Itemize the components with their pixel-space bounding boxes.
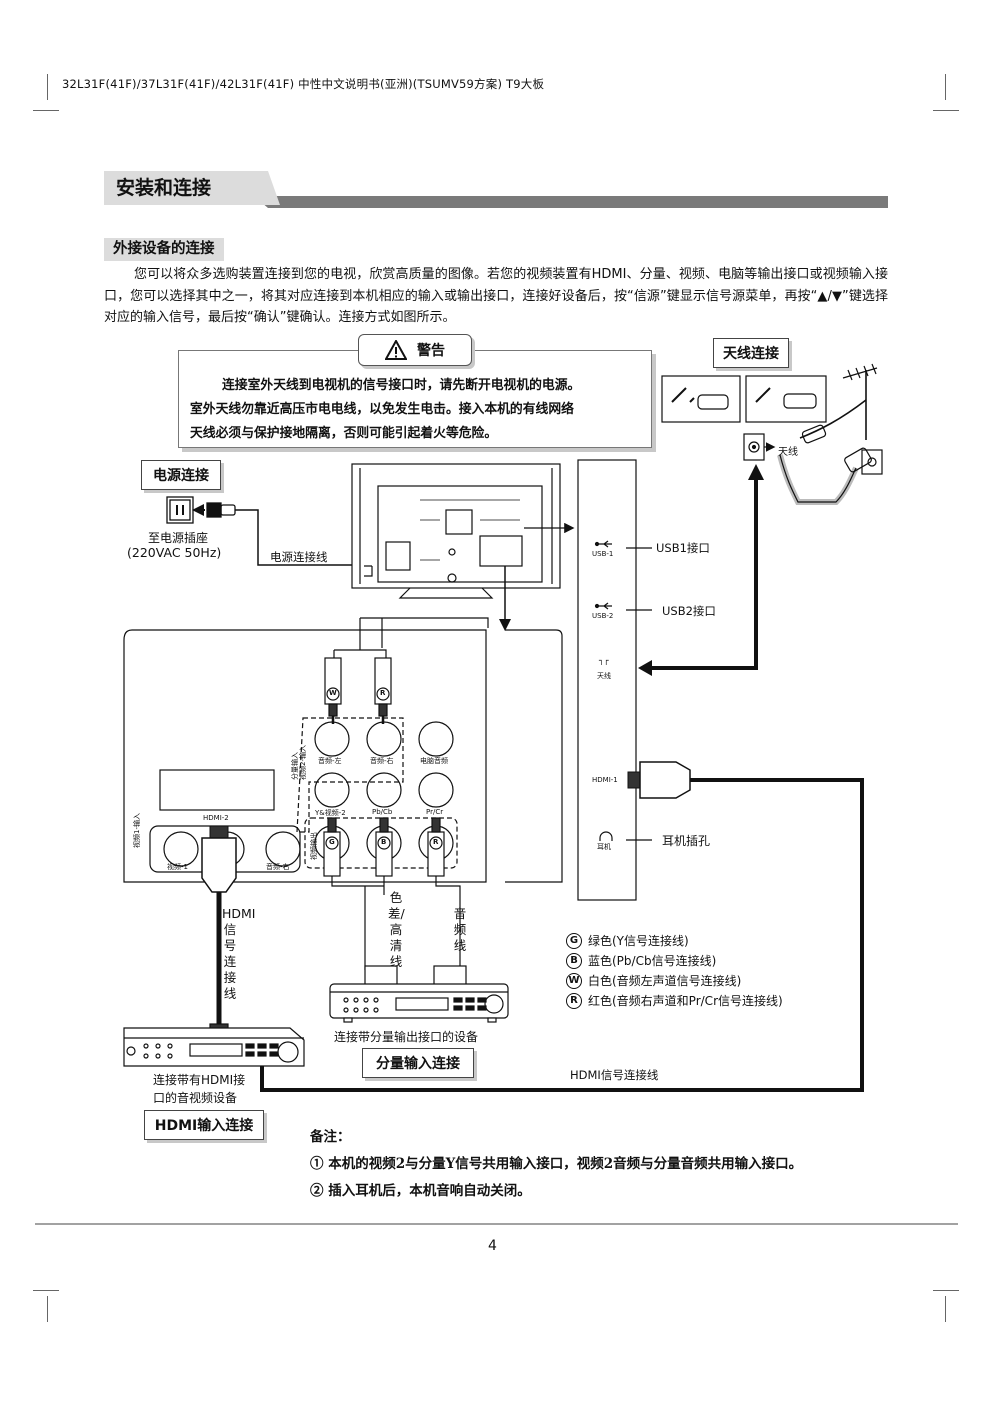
warning-box xyxy=(178,350,652,448)
plug-letter: B xyxy=(381,838,387,846)
plug-letter: G xyxy=(329,838,335,846)
intro-paragraph: 您可以将众多选购装置连接到您的电视，欣赏高质量的图像。若您的视频装置有HDMI、… xyxy=(104,267,888,325)
component-cable-label: 色差/高清线 xyxy=(388,890,405,969)
hdmi-device-label: 连接带有HDMI接 xyxy=(153,1073,246,1087)
warning-line: 室外天线勿靠近高压市电电线，以免发生电击。接入本机的有线网络 xyxy=(190,402,574,417)
warning-line: 天线必须与保护接地隔离，否则可能引起着火等危险。 xyxy=(190,426,498,441)
port-label: 电脑音频 xyxy=(420,757,448,765)
antenna-cable-arrow xyxy=(648,474,758,670)
section-title: 安装和连接 xyxy=(104,171,268,205)
usb1-icon-label: USB-1 xyxy=(592,550,614,558)
outlet-label: 至电源插座 xyxy=(148,531,209,545)
crop-mark xyxy=(945,1296,946,1322)
crop-mark xyxy=(47,1296,48,1322)
warning-line: 连接室外天线到电视机的信号接口时，请先断开电视机的电源。 xyxy=(222,378,581,393)
side-panel xyxy=(577,459,652,901)
audio-plugs-top xyxy=(324,617,489,724)
crop-mark xyxy=(945,74,946,100)
power-cord-label: 电源连接线 xyxy=(270,550,328,564)
document-header: 32L31F(41F)/37L31F(41F)/42L31F(41F) 中性中文… xyxy=(62,77,545,91)
crop-mark xyxy=(47,74,48,100)
legend-item: B 蓝色(Pb/Cb信号连接线) xyxy=(566,952,716,969)
port-label: Pb/Cb xyxy=(372,808,393,816)
port-label: Pr/Cr xyxy=(426,808,444,816)
port-group-label: 视频输出 xyxy=(310,832,318,860)
usb-icon xyxy=(594,540,612,548)
hdmi-device-label: 口的音视频设备 xyxy=(153,1091,238,1105)
usb1-label: USB1接口 xyxy=(656,541,710,555)
tv-rear-view xyxy=(351,463,575,631)
legend-text: 绿色(Y信号连接线) xyxy=(588,934,689,948)
headphone-icon xyxy=(599,831,613,841)
legend-text: 白色(音频左声道信号连接线) xyxy=(588,974,742,988)
component-title: 分量输入连接 xyxy=(362,1048,474,1078)
audio-cable-label: 音频线 xyxy=(453,906,467,953)
legend-letter: G xyxy=(566,932,582,949)
warning-icon xyxy=(385,340,407,360)
notes-title: 备注： xyxy=(310,1129,351,1145)
crop-mark xyxy=(33,1290,59,1291)
hdmi2-port-label: HDMI-2 xyxy=(203,814,229,822)
port-label: 音频-右 xyxy=(266,863,290,871)
antenna-cable-label: 天线 xyxy=(778,447,798,458)
plug-letter: R xyxy=(380,689,386,697)
antenna-jack-icon: ┐┌ xyxy=(599,656,609,665)
legend-text: 红色(音频右声道和Pr/Cr信号连接线) xyxy=(588,994,783,1008)
legend-letter: R xyxy=(566,992,582,1009)
earphone-icon-label: 耳机 xyxy=(597,843,611,851)
hdmi-device xyxy=(123,1023,305,1067)
power-title: 电源连接 xyxy=(141,460,221,490)
hdmi1-port-label: HDMI-1 xyxy=(592,776,618,784)
port-label: 音频-左 xyxy=(318,757,342,765)
antenna-title: 天线连接 xyxy=(713,338,789,368)
arrow-head xyxy=(638,660,652,676)
port-group-label: 分量输入 视频2-输入 xyxy=(291,745,307,780)
section-bar xyxy=(254,196,888,208)
legend-item: R 红色(音频右声道和Pr/Cr信号连接线) xyxy=(566,992,783,1009)
port-group-label: 视频1-输入 xyxy=(133,813,141,848)
legend-item: G 绿色(Y信号连接线) xyxy=(566,932,689,949)
hdmi1-cable xyxy=(260,761,864,1092)
power-outlet xyxy=(166,496,355,566)
antenna-illustration xyxy=(661,363,883,505)
port-label: 音频-右 xyxy=(370,757,394,765)
component-plugs xyxy=(323,817,461,971)
note-item: ① 本机的视频2与分量Y信号共用输入接口，视频2音频与分量音频共用输入接口。 xyxy=(310,1156,803,1172)
legend-item: W 白色(音频左声道信号连接线) xyxy=(566,972,741,989)
legend-text: 蓝色(Pb/Cb信号连接线) xyxy=(588,954,717,968)
port-label: Y&视频-2 xyxy=(315,809,346,817)
section-title-slant xyxy=(262,171,280,205)
usb-icon xyxy=(594,602,612,610)
port-label: 视频-1 xyxy=(167,863,188,871)
component-device xyxy=(329,965,509,1023)
usb2-label: USB2接口 xyxy=(662,604,716,618)
crop-mark xyxy=(33,110,59,111)
plug-letter: W xyxy=(329,689,337,697)
component-device-label: 连接带分量输出接口的设备 xyxy=(334,1030,479,1044)
notes: 备注： ① 本机的视频2与分量Y信号共用输入接口，视频2音频与分量音频共用输入接… xyxy=(310,1124,802,1205)
hdmi-cable-label: HDMI信号连接线 xyxy=(570,1068,659,1082)
rear-panel-detail xyxy=(123,629,563,883)
hdmi2-cable xyxy=(201,825,237,1026)
crop-mark xyxy=(933,1290,959,1291)
warning-label: 警告 xyxy=(417,343,445,359)
arrow-head xyxy=(748,464,764,480)
hdmi-title: HDMI输入连接 xyxy=(144,1110,264,1140)
hdmi-cable-label-vertical: HDMI信号连接线 xyxy=(222,906,256,1001)
warning-text: 连接室外天线到电视机的信号接口时，请先断开电视机的电源。 室外天线勿靠近高压市电… xyxy=(190,374,646,446)
page-number: 4 xyxy=(488,1238,497,1254)
antenna-jack-label: 天线 xyxy=(597,672,611,680)
earphone-label: 耳机插孔 xyxy=(662,834,711,848)
subsection-title: 外接设备的连接 xyxy=(104,238,224,261)
outlet-voltage: (220VAC 50Hz) xyxy=(127,545,222,560)
legend-letter: W xyxy=(566,972,582,989)
crop-mark xyxy=(933,110,959,111)
note-item: ② 插入耳机后，本机音响自动关闭。 xyxy=(310,1183,531,1199)
legend-letter: B xyxy=(566,952,582,969)
usb2-icon-label: USB-2 xyxy=(592,612,614,620)
warning-tag: 警告 xyxy=(358,334,472,366)
plug-letter: R xyxy=(433,838,439,846)
